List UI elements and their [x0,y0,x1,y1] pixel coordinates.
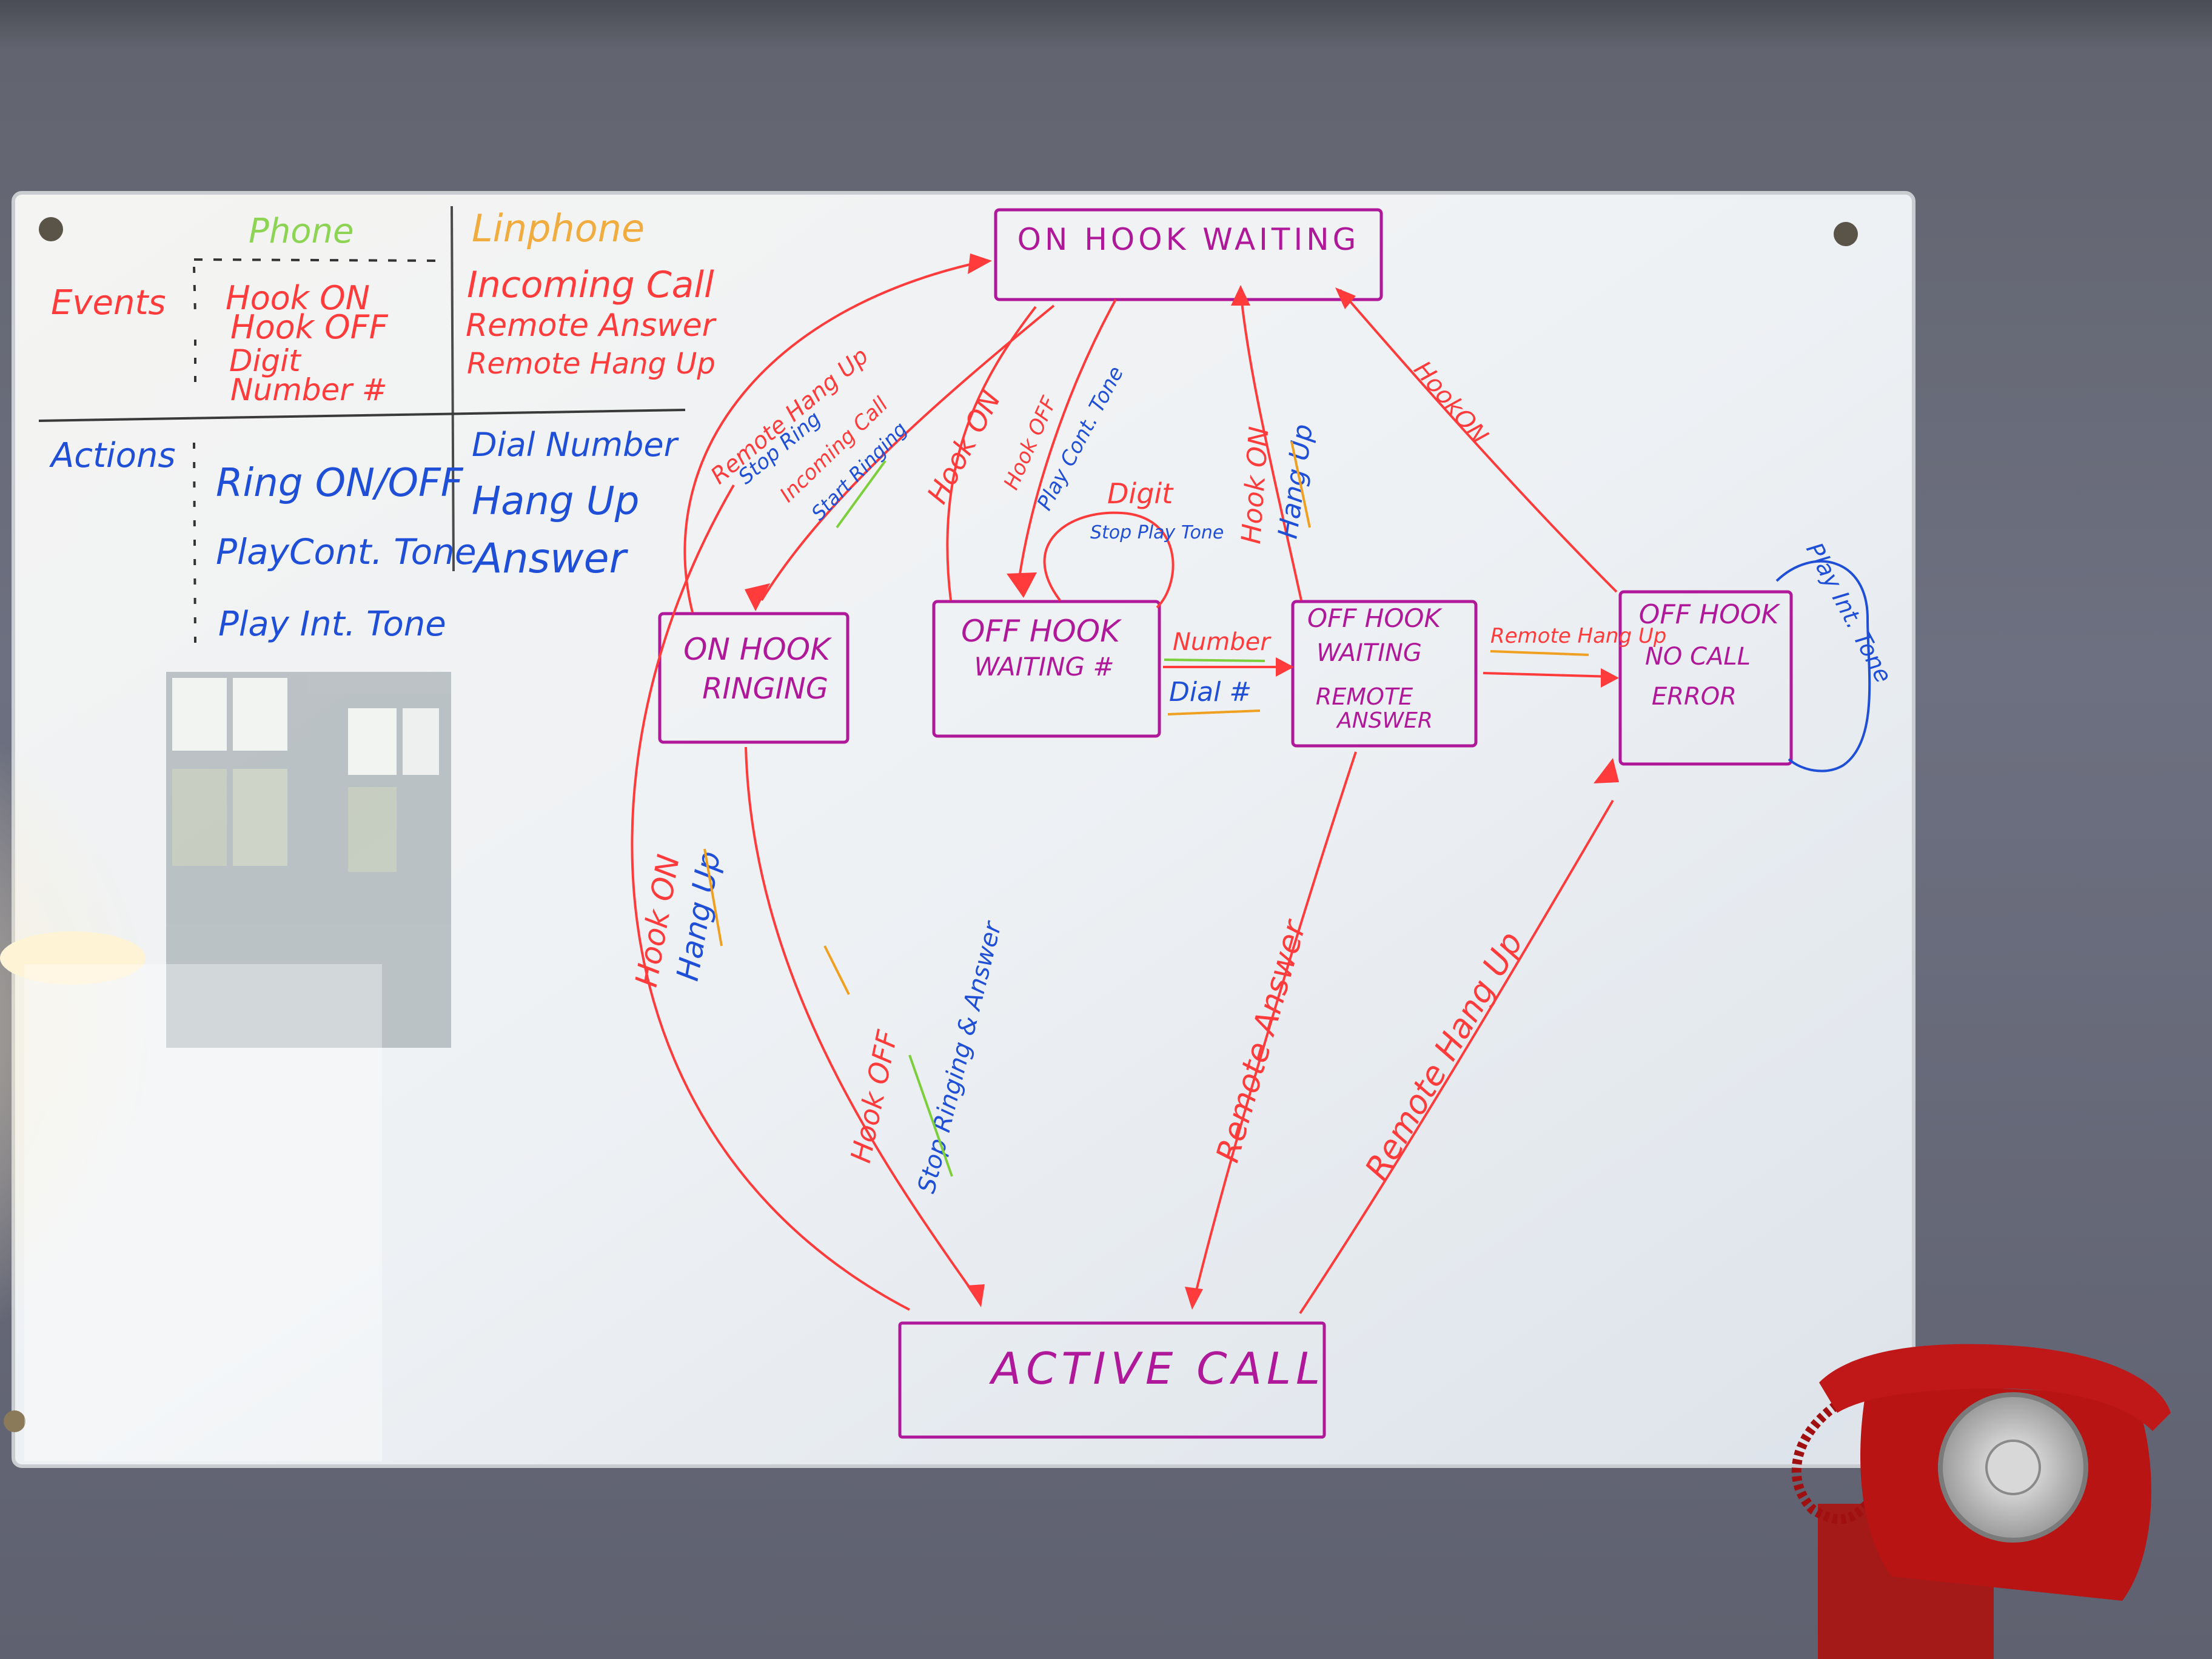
state-label: ANSWER [1336,708,1433,733]
arrow-on-hook-waiting-to-ringing [760,304,1055,602]
legend-linphone-event: Incoming Call [467,264,714,306]
arrow-ringing-to-on-hook-waiting [683,263,971,613]
legend-linphone-event: Remote Hang Up [467,347,716,381]
state-label: REMOTE [1316,683,1413,710]
state-on-hook-ringing [658,612,850,744]
arrowhead [1335,287,1356,309]
legend-linphone-action: Hang Up [472,479,639,524]
state-label: OFF HOOK [961,614,1122,649]
arrow-digit-self-loop [1043,511,1175,609]
state-label: ON HOOK [683,632,833,667]
state-label: WAITING [1316,639,1422,667]
state-label: ON HOOK WAITING [1017,222,1360,257]
legend-col-linphone: Linphone [472,206,645,250]
transition-arrows [631,263,1618,1315]
legend-phone-event: Hook ON [226,279,370,317]
arrowhead [1601,668,1619,688]
state-label: RINGING [702,672,828,706]
legend-phone-action: Ring ON/OFF [216,461,464,506]
arrow-remote-to-active [1193,751,1357,1298]
state-label: OFF HOOK [1307,603,1443,633]
arrowhead [967,1284,985,1307]
arrowhead [1231,285,1250,306]
label-stop-play-tone: Stop Play Tone [1090,522,1224,543]
legend-phone-event: Number # [230,372,387,407]
reflection-panel [24,964,382,1461]
arrow-active-to-error [1299,799,1614,1315]
legend-col-phone: Phone [249,212,354,251]
arrow-off-hook-hash-to-on-hook-waiting [946,306,1037,601]
legend-events-label: Events [51,283,166,323]
label-digit: Digit [1107,477,1174,510]
red-telephone [1791,1344,2171,1659]
arrow-ringing-to-active [745,746,976,1296]
phone-dial-center [1985,1439,2041,1495]
underline-highlights [703,441,1589,1177]
legend-phone-event: Hook OFF [230,308,389,346]
lamp-shade [0,931,146,985]
arrowhead [968,253,992,274]
state-on-hook-waiting [994,208,1383,301]
state-boxes [658,208,1793,1439]
legend-phone-action: Play Int. Tone [218,605,446,644]
state-label: OFF HOOK [1639,599,1781,630]
legend-phone-event: Digit [229,343,302,378]
arrow-on-hook-waiting-to-off-hook-hash [1017,299,1117,583]
whiteboard [0,191,1915,1468]
arrowhead [1185,1287,1203,1310]
legend: Phone Linphone Events Actions Hook ON Ho… [49,206,717,644]
state-label: NO CALL [1645,643,1751,671]
arrowhead [745,583,770,611]
arrow-error-to-on-hook-waiting [1339,289,1618,593]
board-screw-tl [39,217,63,241]
state-label: ERROR [1652,683,1737,711]
legend-actions-label: Actions [49,436,176,475]
label-number: Number [1173,628,1272,656]
legend-linphone-action: Dial Number [472,426,679,464]
state-off-hook-no-call-error [1618,590,1793,766]
arrowhead [1007,572,1037,598]
label-dial-hash: Dial # [1169,677,1252,708]
board-screw-tr [1834,222,1858,246]
arrow-remote-to-error [1483,672,1614,678]
arrowhead [1276,657,1294,677]
phone-cord [1791,1396,1871,1524]
state-off-hook-waiting-hash [932,600,1161,738]
legend-linphone-action: Answer [472,535,628,583]
arrow-heads [745,253,1619,1310]
state-active-call [898,1321,1326,1439]
state-labels: ON HOOK WAITING ON HOOK RINGING OFF HOOK… [683,222,1780,1394]
legend-linphone-event: Remote Answer [466,307,717,344]
legend-phone-action: PlayCont. Tone [216,531,477,572]
phone-handset [1819,1344,2171,1431]
legend-grid [38,206,686,643]
label-remote-hang-up-small: Remote Hang Up [1490,624,1666,648]
error-self-loop [1775,560,1871,773]
arrow-remote-to-on-hook-waiting [1239,290,1302,601]
lamp-glow [0,582,497,1334]
arrow-active-to-on-hook-waiting [631,484,910,1311]
state-label: ACTIVE CALL [989,1343,1325,1394]
state-label: WAITING # [974,652,1114,682]
state-off-hook-waiting-remote [1291,600,1478,748]
board-screw-bl [4,1410,25,1432]
arrowhead [1594,758,1619,783]
